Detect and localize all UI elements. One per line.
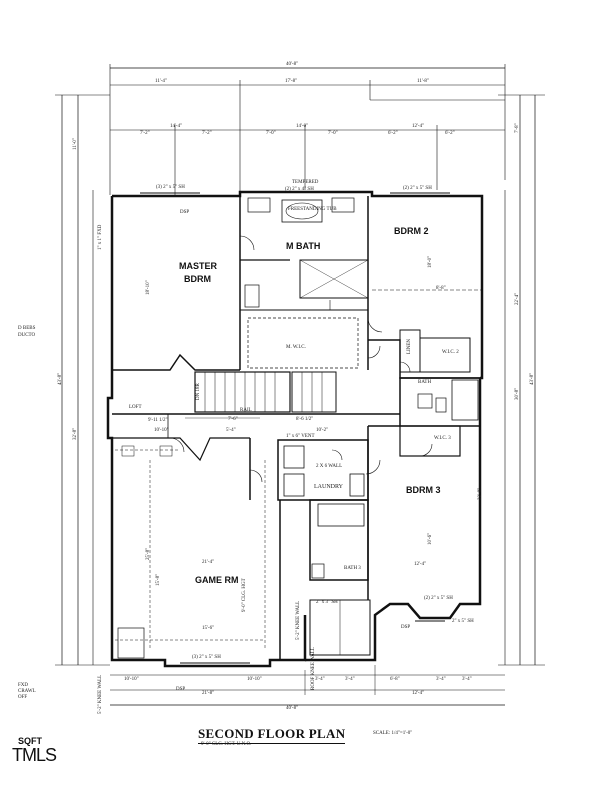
roof-knee-note: ROOF KNEE WALL — [311, 647, 316, 690]
dim-game-d: 25'-8" — [146, 547, 151, 560]
dim-game-w2: 15'-6" — [202, 626, 215, 631]
dim-bdrm2-w: 8'-8" — [436, 286, 446, 291]
wall-note: 2 X 6 WALL — [316, 464, 343, 469]
dim-loft-c: 7'-6" — [228, 417, 238, 422]
dim-r2-a: 14'-4" — [170, 124, 183, 129]
dim-game-d2: 15'-8" — [156, 573, 161, 586]
drawing-subtitle: 9'-0" CLG. HGT. U.N.O. — [201, 742, 252, 747]
room-label-wic2: W.I.C. 2 — [442, 350, 459, 355]
knee-wall-note: 5'-2" KNEE WALL — [296, 600, 301, 640]
dsp-note-2: DSP — [176, 687, 186, 692]
left-note-3: FXD — [18, 683, 29, 688]
dim-b2-f: 3'-4" — [436, 677, 446, 682]
room-label-bdrm2: BDRM 2 — [394, 226, 429, 236]
dim-top-b: 17'-8" — [285, 79, 298, 84]
dim-right-b: 30'-8" — [515, 387, 520, 400]
dim-game-w: 21'-4" — [202, 560, 215, 565]
bdrm2-window-note: (2) 2" x 5" SH — [403, 186, 432, 191]
dim-b2-a: 10'-10" — [124, 677, 139, 682]
dim-top-total: 40'-8" — [286, 62, 299, 67]
room-label-bath: BATH — [418, 380, 432, 385]
bath3-window-note: 2" x 3" SH — [316, 600, 338, 605]
left-note-2: DUCTO — [18, 333, 36, 338]
dim-right-c: 7'-8" — [515, 123, 520, 133]
rail-note: RAIL — [240, 408, 252, 413]
dim-bdrm3-d: 22'-8" — [478, 487, 483, 500]
left-note-5: OFF — [18, 695, 28, 700]
fxd-note: 1" x 1" FXD — [98, 224, 103, 250]
left-note-4: CRAWL — [18, 689, 36, 694]
dim-r2-b: 14'-0" — [296, 124, 309, 129]
dim-bdrm3-d2: 10'-6" — [428, 532, 433, 545]
dim-loft-e: 10'-2" — [316, 428, 329, 433]
left-note-1: D BEBS — [18, 326, 36, 331]
dim-b-a: 21'-8" — [202, 691, 215, 696]
dim-r3-c: 7'-0" — [266, 131, 276, 136]
dim-b-b: 12'-4" — [412, 691, 425, 696]
dim-top-c: 11'-8" — [417, 79, 429, 84]
dim-r3-f: 6'-2" — [445, 131, 455, 136]
dim-bdrm3-w: 12'-4" — [414, 562, 427, 567]
room-label-mbath: M BATH — [286, 241, 321, 251]
dim-b2-d: 3'-4" — [345, 677, 355, 682]
dim-b2-e: 6'-8" — [390, 677, 400, 682]
bdrm3-window-note: (2) 2" x 5" SH — [424, 596, 453, 601]
master-window-note: (3) 2" x 5" SH — [156, 185, 185, 190]
dsp-note-1: DSP — [180, 210, 190, 215]
dim-b2-g: 3'-4" — [462, 677, 472, 682]
dim-b2-b: 10'-10" — [247, 677, 262, 682]
room-label-bdrm3: BDRM 3 — [406, 485, 441, 495]
dim-left-b: 11'-0" — [73, 138, 78, 150]
logo-line-1: SQFT — [18, 736, 42, 746]
room-label-mwic: M. W.I.C. — [286, 345, 306, 350]
room-label-wic3: W.I.C. 3 — [434, 436, 451, 441]
dim-loft-b: 5'-4" — [226, 428, 236, 433]
dim-top-a: 11'-4" — [155, 79, 167, 84]
stair-label: DN 18R — [196, 383, 201, 400]
tempered-note: TEMPERED — [292, 180, 319, 185]
dim-master-depth: 18'-10" — [146, 280, 151, 295]
dim-right-total: 43'-8" — [530, 372, 535, 385]
dim-bottom-total: 40'-8" — [286, 706, 299, 711]
mls-logo: SQFT TMLS — [6, 736, 66, 765]
dim-loft-d: 8'-6 1/2" — [296, 417, 314, 422]
drawing-title: SECOND FLOOR PLAN — [198, 726, 346, 744]
bdrm3-window-note-2: 2" x 5" SH — [452, 619, 474, 624]
room-label-master: MASTER — [179, 261, 217, 271]
dim-r3-b: 7'-2" — [202, 131, 212, 136]
dim-r3-d: 7'-0" — [328, 131, 338, 136]
tub-note: FREESTANDING TUB — [288, 207, 337, 212]
dsp-note-3: DSP — [401, 625, 411, 630]
room-label-loft: LOFT — [129, 405, 142, 410]
bottom-knee-note: 5'-2" KNEE WALL — [98, 674, 103, 714]
drawing-scale: SCALE: 1/4"=1'-0" — [373, 731, 413, 736]
room-label-master-2: BDRM — [184, 274, 211, 284]
dim-bdrm2-d: 18'-0" — [428, 255, 433, 268]
dim-r3-a: 7'-2" — [140, 131, 150, 136]
dim-loft-f: 9'-11 1/2" — [148, 418, 168, 423]
dim-b2-c: 3'-4" — [315, 677, 325, 682]
vent-note: 1" x 6" VENT — [286, 434, 315, 439]
dim-r3-e: 6'-2" — [388, 131, 398, 136]
dim-left-total: 43'-8" — [58, 372, 63, 385]
room-label-game: GAME RM — [195, 575, 239, 585]
mbath-window-note: (2) 2" x 4" SH — [285, 187, 314, 192]
ceiling-note: 9'-0" CLG. HGT — [242, 578, 247, 612]
logo-line-2: TMLS — [12, 745, 57, 765]
dim-right-a: 22'-4" — [515, 292, 520, 305]
game-window-note: (3) 2" x 5" SH — [192, 655, 221, 660]
room-label-linen: LINEN — [407, 339, 412, 354]
dim-r2-c: 12'-4" — [412, 124, 425, 129]
room-label-laundry: LAUNDRY — [314, 484, 344, 490]
dim-left-a: 32'-8" — [73, 427, 78, 440]
room-label-bath3: BATH 3 — [344, 566, 361, 571]
dim-loft-a: 10'-10" — [154, 428, 169, 433]
